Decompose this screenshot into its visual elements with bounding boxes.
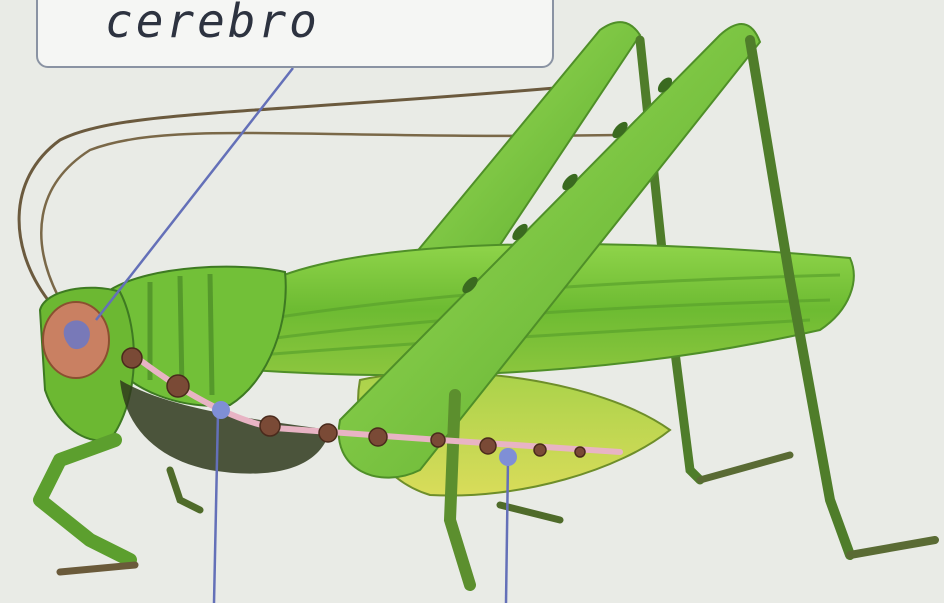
pointer-dot-right [499, 448, 517, 466]
hind-tarsus-front [850, 540, 935, 555]
second-leg [170, 470, 200, 510]
brain-label: cerebro [105, 0, 320, 48]
front-leg-tarsus [60, 565, 135, 572]
front-leg [40, 440, 130, 560]
pronotum [110, 267, 286, 406]
pointer-dot-left [212, 401, 230, 419]
middle-leg-tarsus [500, 505, 560, 520]
hind-tarsus-back [700, 455, 790, 480]
